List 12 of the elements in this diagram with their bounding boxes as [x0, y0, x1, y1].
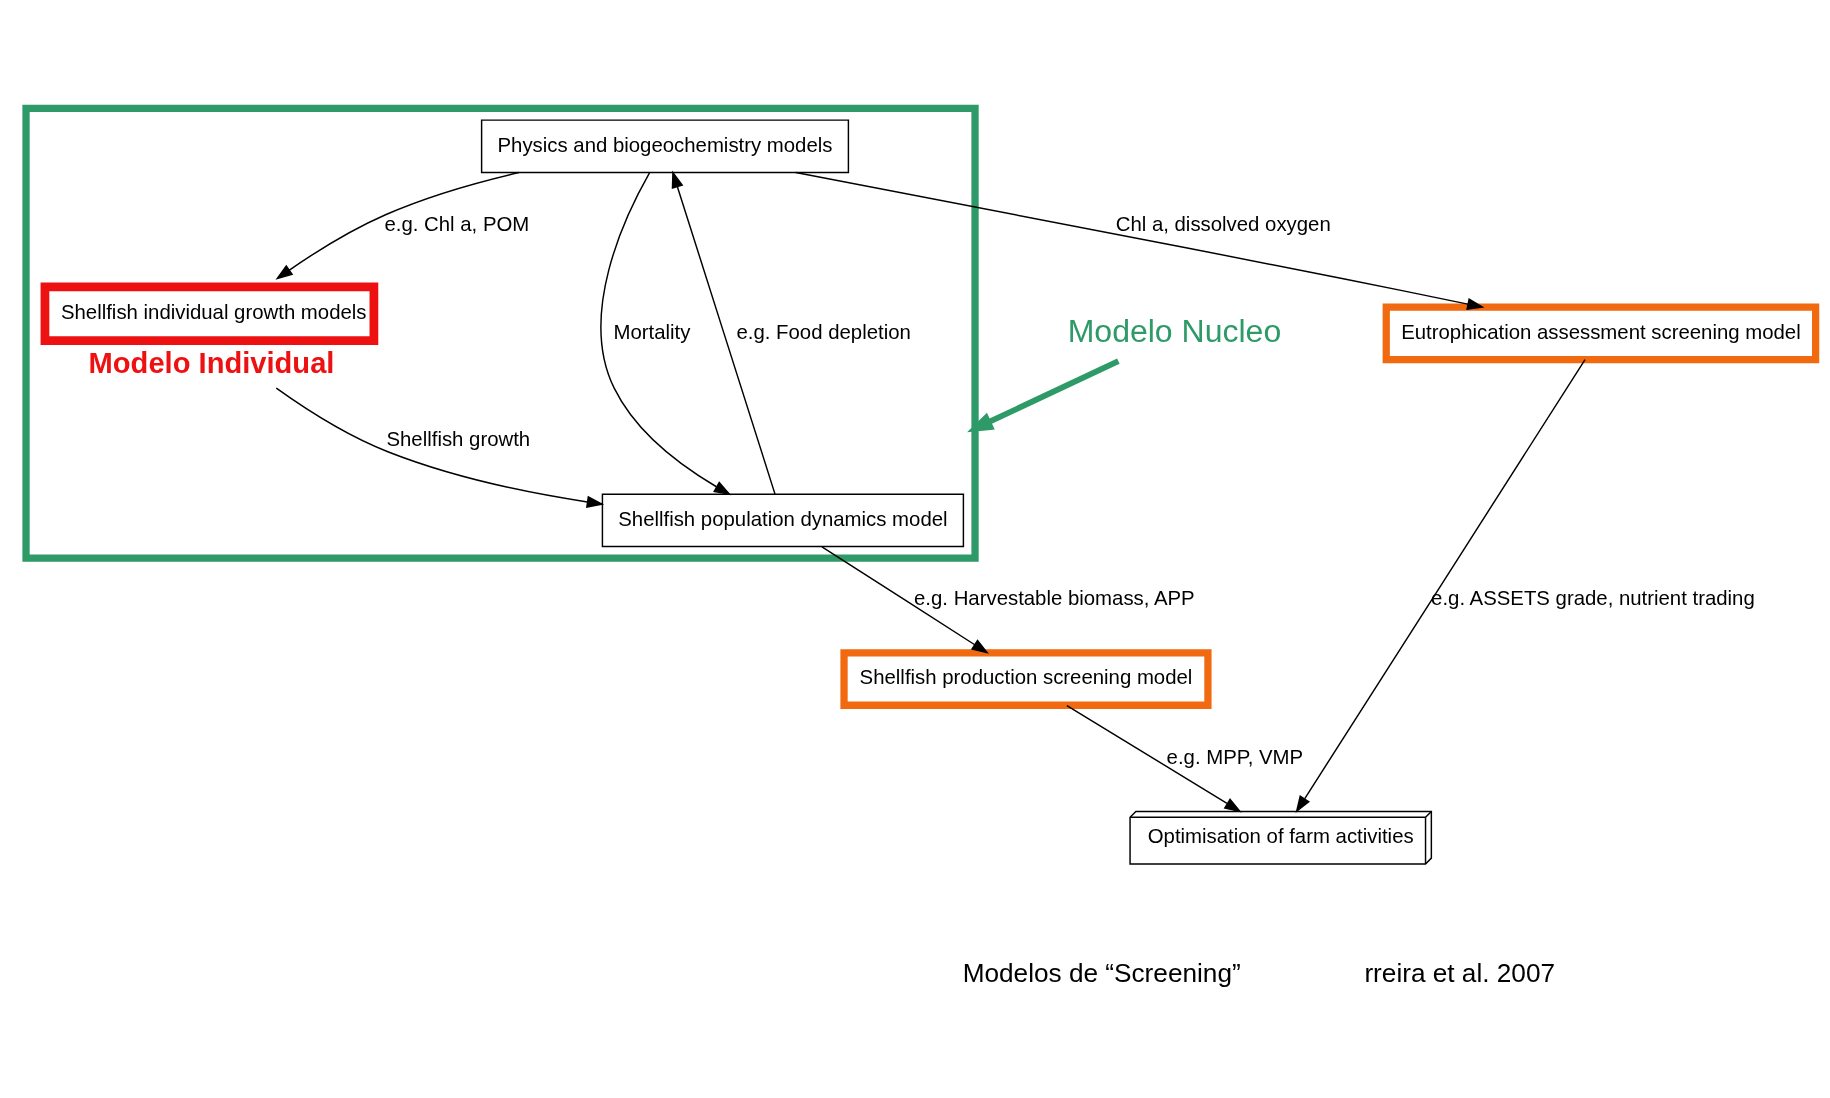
edge-label: e.g. Chl a, POM — [384, 212, 530, 235]
node-label: Modelo Individual — [88, 346, 335, 379]
edge-label: e.g. Harvestable biomass, APP — [914, 586, 1195, 609]
node-text: Modelo Nucleo — [1067, 312, 1282, 348]
edge-label: Mortality — [613, 320, 691, 343]
label: Modelos de “Screening” — [962, 957, 1241, 988]
edge-label: e.g. Food depletion — [736, 320, 911, 343]
edge-label: Shellfish growth — [386, 427, 531, 450]
edge-label: Chl a, dissolved oxygen — [1115, 212, 1331, 235]
label: rreira et al. 2007 — [1364, 957, 1556, 988]
edge-label: e.g. MPP, VMP — [1166, 745, 1304, 768]
edge-label: e.g. ASSETS grade, nutrient trading — [1431, 586, 1755, 609]
